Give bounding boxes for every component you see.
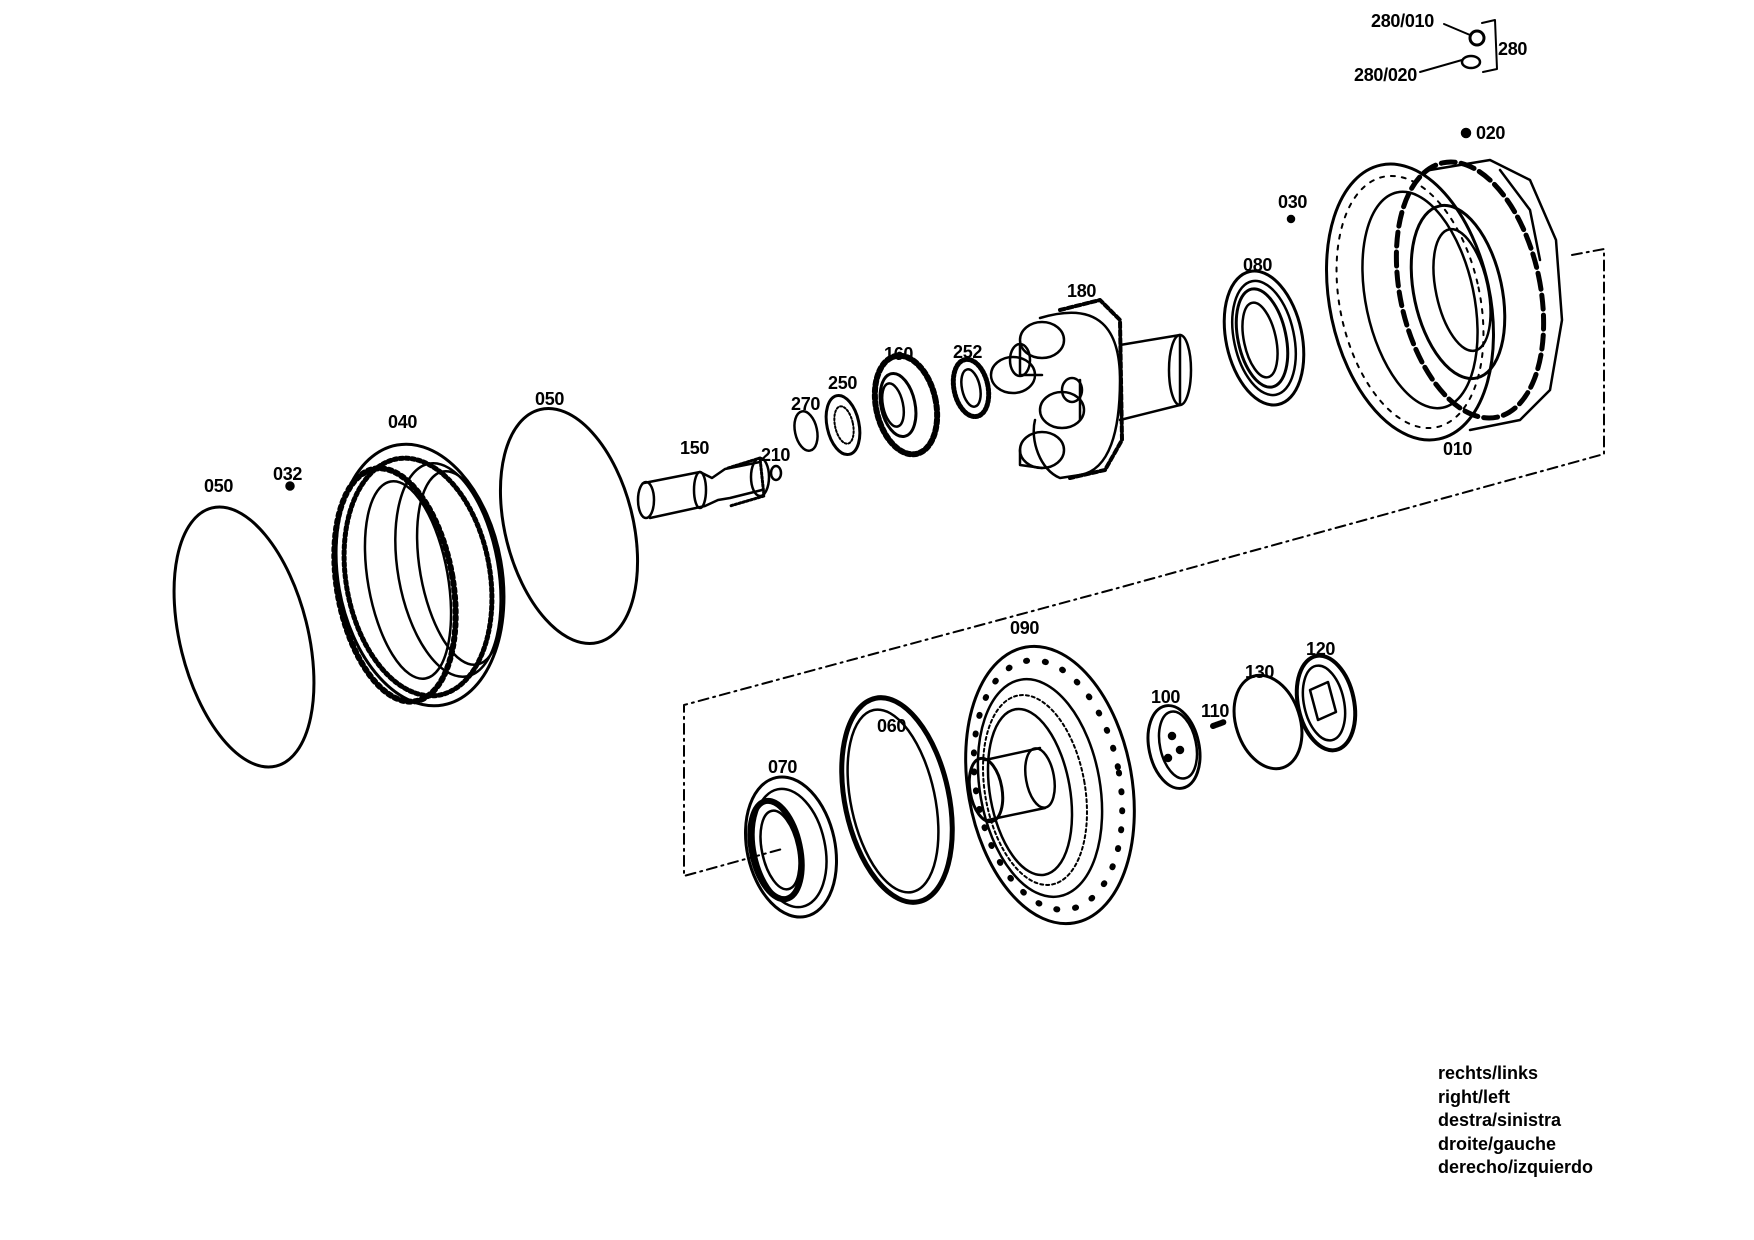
- part-100-cover: [1146, 704, 1202, 790]
- label-120: 120: [1306, 639, 1336, 659]
- part-032-pin: [285, 481, 295, 491]
- part-150-shaft: [636, 456, 771, 520]
- part-280-set: [1419, 19, 1498, 73]
- part-250-bearing: [824, 393, 862, 457]
- part-070-bearing: [744, 775, 838, 919]
- direction-legend: rechts/links right/left destra/sinistra …: [1438, 1062, 1593, 1180]
- label-050-left: 050: [204, 476, 234, 496]
- label-252: 252: [953, 342, 983, 362]
- label-040: 040: [388, 412, 418, 432]
- label-280: 280: [1498, 39, 1528, 59]
- part-120-plate: [1294, 653, 1358, 753]
- part-040-ring-gear: [331, 442, 506, 708]
- part-050-o-ring-left: [172, 505, 316, 769]
- label-060: 060: [877, 716, 907, 736]
- part-090-hub: [964, 644, 1136, 926]
- label-010: 010: [1443, 439, 1473, 459]
- label-150: 150: [680, 438, 710, 458]
- legend-line-french: droite/gauche: [1438, 1133, 1557, 1154]
- label-032: 032: [273, 464, 303, 484]
- legend-line-spanish: derecho/izquierdo: [1438, 1157, 1594, 1177]
- label-080: 080: [1243, 255, 1273, 275]
- part-080-bearing: [1222, 269, 1306, 407]
- label-280-020: 280/020: [1354, 65, 1417, 85]
- label-100: 100: [1151, 687, 1181, 707]
- label-030: 030: [1278, 192, 1308, 212]
- part-210-ring: [769, 464, 783, 482]
- label-070: 070: [768, 757, 798, 777]
- label-130: 130: [1245, 662, 1275, 682]
- part-252-needle-bearing: [950, 356, 992, 420]
- label-270: 270: [791, 394, 821, 414]
- part-010-housing: [1325, 158, 1564, 442]
- assembly-boundary: [683, 248, 1605, 877]
- part-270-snap-ring: [793, 410, 819, 452]
- label-020: 020: [1476, 123, 1506, 143]
- part-030-plug: [1286, 214, 1296, 224]
- legend-line-english: right/left: [1438, 1086, 1510, 1107]
- label-210: 210: [761, 445, 791, 465]
- label-250: 250: [828, 373, 858, 393]
- label-050-middle: 050: [535, 389, 565, 409]
- part-020-screw: [1460, 127, 1472, 139]
- part-060-seal-ring: [839, 695, 955, 905]
- part-110-pin: [1210, 719, 1227, 729]
- part-130-circlip: [1232, 673, 1304, 771]
- label-110: 110: [1201, 701, 1230, 721]
- label-090: 090: [1010, 618, 1040, 638]
- label-280-010: 280/010: [1371, 11, 1434, 31]
- part-160-planet-gear: [871, 352, 941, 458]
- legend-line-italian: destra/sinistra: [1438, 1110, 1562, 1130]
- legend-line-german: rechts/links: [1438, 1063, 1539, 1083]
- label-160: 160: [884, 344, 914, 364]
- part-050-o-ring-middle: [498, 407, 640, 645]
- part-180-planet-carrier: [989, 298, 1193, 480]
- label-180: 180: [1067, 281, 1097, 301]
